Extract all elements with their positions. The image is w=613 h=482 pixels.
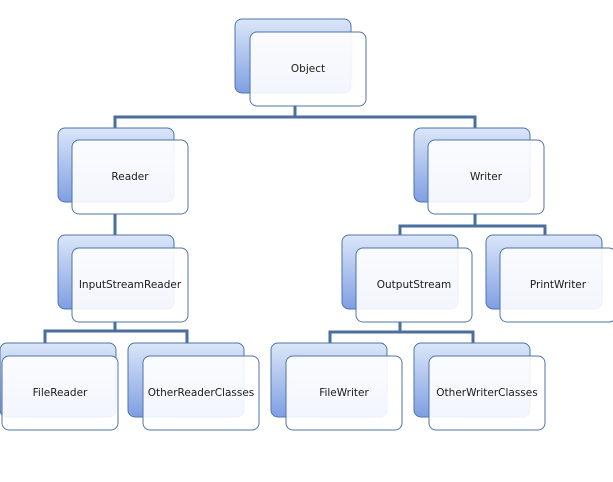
edge-inputstreamreader-children [43,320,189,358]
node-input-stream-reader: InputStreamReader [57,234,189,323]
node-other-reader-classes: OtherReaderClasses [127,342,260,431]
node-input-stream-reader-label: InputStreamReader [79,279,182,291]
node-reader-label: Reader [111,171,149,183]
node-print-writer-box [499,247,613,323]
node-other-writer-classes: OtherWriterClasses [413,342,546,431]
node-other-reader-classes-label: OtherReaderClasses [148,387,255,399]
node-file-reader: FileReader [0,342,119,431]
node-output-stream: OutputStream [341,234,473,323]
node-reader-box [71,139,189,215]
node-object-label: Object [291,63,325,75]
node-writer-box [427,139,545,215]
node-file-writer: FileWriter [270,342,403,431]
node-file-reader-box [1,355,119,431]
node-print-writer: PrintWriter [485,234,613,323]
node-other-reader-classes-box [142,355,260,431]
node-other-writer-classes-label: OtherWriterClasses [436,387,537,399]
node-file-writer-box [285,355,403,431]
node-input-stream-reader-box [71,247,189,323]
node-other-writer-classes-box [428,355,546,431]
edge-object-children [113,104,477,142]
node-reader: Reader [57,127,189,215]
node-output-stream-box [355,247,473,323]
node-file-reader-label: FileReader [33,387,88,399]
node-output-stream-label: OutputStream [377,279,451,291]
node-writer-label: Writer [470,171,503,183]
edge-writer-children [398,213,547,250]
edge-outputstream-children [328,322,475,358]
node-object: Object [234,18,367,107]
node-object-box [249,31,367,107]
node-writer: Writer [413,127,545,215]
node-print-writer-label: PrintWriter [530,279,587,291]
connector-lines [43,104,547,358]
node-file-writer-label: FileWriter [319,387,369,399]
